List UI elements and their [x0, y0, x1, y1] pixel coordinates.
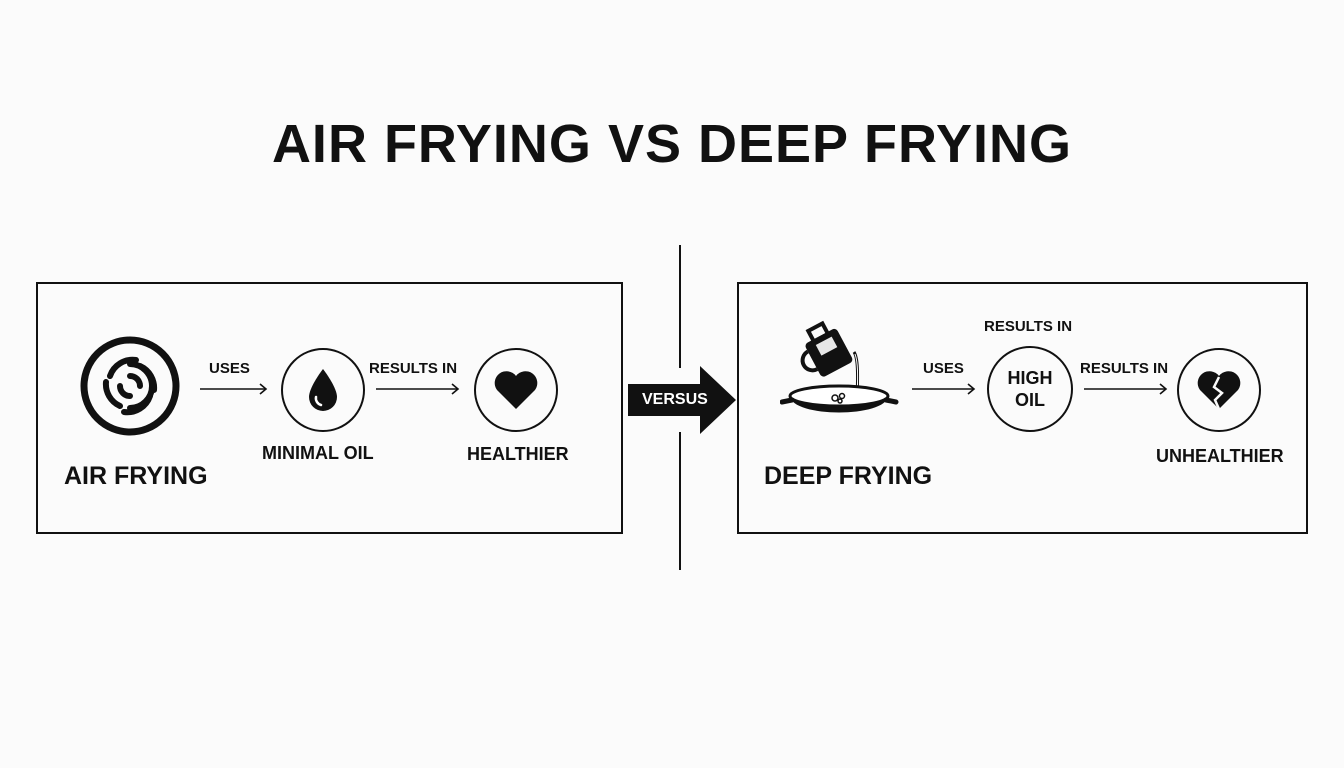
deep-frying-label: DEEP FRYING: [764, 462, 933, 490]
deep-uses-arrow: [912, 382, 978, 396]
air-frying-label: AIR FRYING: [64, 462, 208, 490]
high-oil-text-line2: OIL: [1015, 390, 1045, 410]
air-results-label: RESULTS IN: [369, 360, 458, 377]
unhealthier-node: [1177, 348, 1261, 432]
unhealthier-caption: UNHEALTHIER: [1156, 446, 1284, 466]
air-uses-arrow: [200, 382, 270, 396]
air-uses-label: USES: [209, 360, 250, 377]
minimal-oil-node: [281, 348, 365, 432]
minimal-oil-caption: MINIMAL OIL: [262, 443, 374, 463]
versus-arrow: VERSUS: [628, 366, 736, 434]
versus-label: VERSUS: [642, 391, 708, 408]
healthier-caption: HEALTHIER: [467, 444, 569, 464]
air-frying-panel: [36, 282, 623, 534]
air-results-arrow: [376, 382, 462, 396]
healthier-node: [474, 348, 558, 432]
deep-frying-panel: [737, 282, 1308, 534]
deep-top-results-label: RESULTS IN: [984, 318, 1073, 335]
heart-icon: [494, 371, 538, 409]
deep-results-label: RESULTS IN: [1080, 360, 1169, 377]
oil-drop-icon: [309, 369, 337, 411]
air-swirl-icon: [80, 336, 180, 436]
broken-heart-icon: [1197, 371, 1241, 410]
high-oil-node: HIGH OIL: [987, 346, 1073, 432]
page-title: AIR FRYING VS DEEP FRYING: [271, 114, 1073, 174]
high-oil-text-line1: HIGH: [1007, 368, 1053, 388]
divider-top: [679, 245, 681, 368]
oil-pouring-pan-icon: [780, 314, 900, 430]
deep-results-arrow: [1084, 382, 1170, 396]
deep-uses-label: USES: [923, 360, 964, 377]
divider-bottom: [679, 432, 681, 570]
